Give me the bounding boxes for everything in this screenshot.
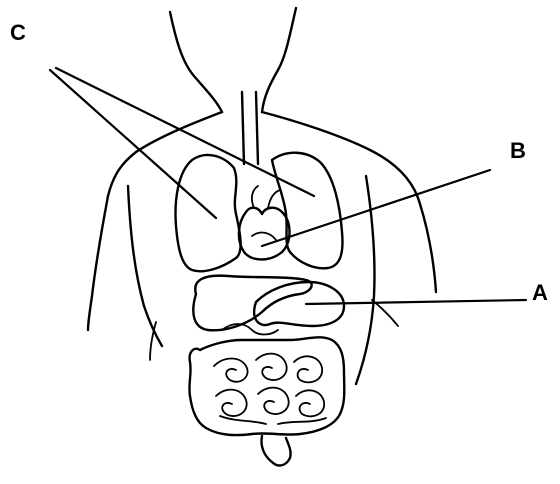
intestine-coil-6: [296, 390, 324, 416]
body-outline: [88, 8, 436, 384]
right-waist-mark: [372, 300, 398, 326]
right-arm-outline: [420, 204, 436, 292]
heart-inner-line: [252, 233, 276, 240]
trachea-left-line: [242, 92, 244, 164]
label-a: A: [532, 280, 548, 305]
pointer-a-to-stomach: [306, 300, 526, 304]
label-c: C: [10, 20, 26, 45]
large-intestine: [189, 337, 344, 435]
rectum: [261, 436, 290, 465]
trachea: [242, 92, 258, 164]
neck-left-outline: [170, 12, 222, 112]
pointer-lines: [50, 68, 526, 304]
intestine-fold-2: [278, 418, 326, 424]
intestine-coil-4: [216, 390, 247, 416]
right-flank-outline: [356, 176, 375, 384]
intestine-coil-3: [294, 356, 322, 382]
left-arm-outline: [88, 196, 108, 330]
heart-vessel-left: [252, 186, 258, 208]
right-shoulder-outline: [262, 112, 420, 204]
intestine-fold-1: [220, 416, 266, 424]
small-intestine: [214, 354, 326, 424]
pointer-c-to-right-lung: [56, 68, 314, 196]
left-lung: [176, 155, 241, 271]
trachea-right-line: [256, 92, 258, 164]
heart-outline: [239, 208, 290, 260]
pointer-c-to-left-lung: [50, 70, 216, 218]
label-b: B: [510, 138, 526, 163]
pointer-b-to-heart: [262, 170, 490, 246]
intestine-coil-1: [214, 359, 248, 382]
heart-vessel-right: [268, 190, 280, 208]
intestine-coil-5: [258, 388, 289, 414]
intestine-coil-2: [256, 354, 287, 380]
lungs: [176, 153, 343, 272]
neck-right-outline: [262, 8, 296, 112]
